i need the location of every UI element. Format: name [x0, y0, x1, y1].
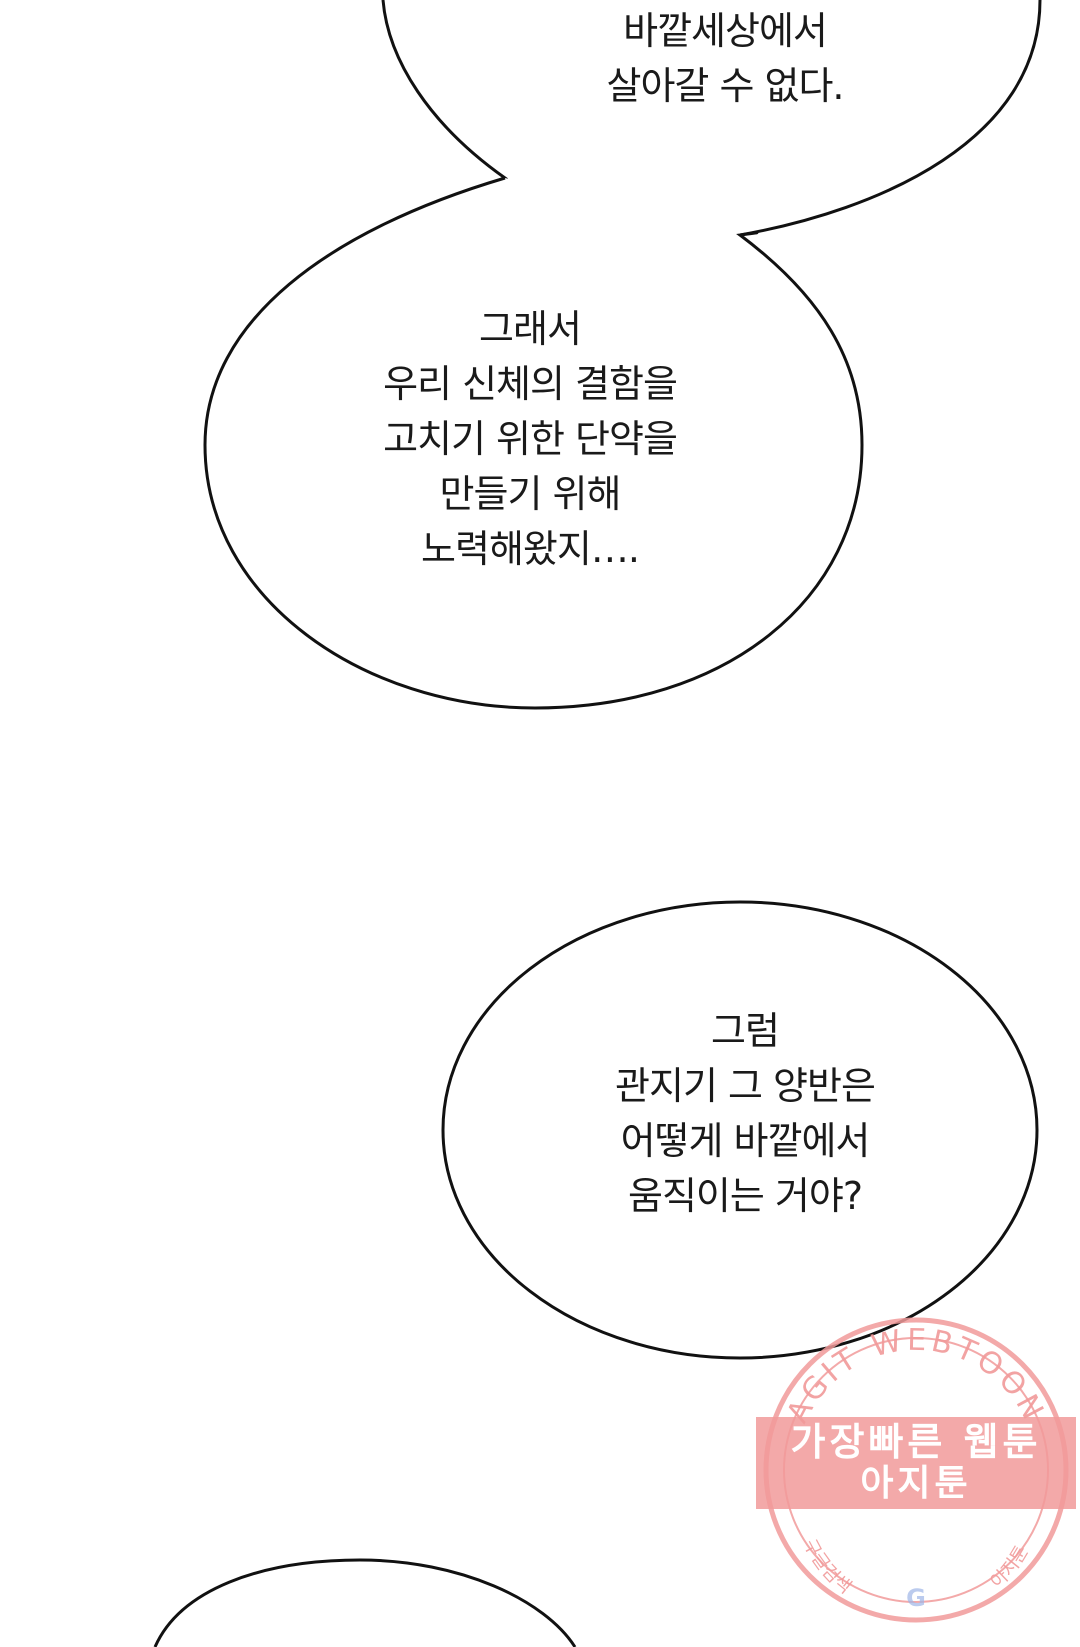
bubble-line: 어떻게 바깥에서: [620, 1119, 871, 1163]
speech-bubble-middle: [203, 176, 864, 710]
speech-bubble-top: [381, 0, 1042, 237]
bubble-line: 노력해왔지….: [421, 527, 640, 571]
bubble-line: 그럼: [711, 1009, 780, 1053]
bubble-line: 우리 신체의 결함을: [383, 362, 678, 406]
watermark-stamp: AGIT WEBTOON 구글검색 아지툰 G 가장빠른 웹툰 아지툰: [756, 1310, 1076, 1630]
watermark-line-1: 가장빠른 웹툰: [790, 1420, 1042, 1464]
speech-bubble-4: [153, 1558, 577, 1647]
bubble-line: 고치기 위한 단약을: [383, 417, 678, 461]
bubble-line: 살아갈 수 없다.: [606, 64, 845, 108]
speech-bubble-1-text: 바깥세상에서 살아갈 수 없다.: [540, 4, 910, 114]
bubble-line: 그래서: [479, 307, 582, 351]
bubble-line: 관지기 그 양반은: [615, 1064, 876, 1108]
bubble-line: 만들기 위해: [439, 472, 622, 516]
watermark-stamp-graphic: AGIT WEBTOON 구글검색 아지툰 G: [763, 1317, 1069, 1623]
google-g-icon: G: [906, 1584, 926, 1612]
speech-bubble-2-text: 그래서 우리 신체의 결함을 고치기 위한 단약을 만들기 위해 노력해왔지….: [330, 302, 730, 577]
bubble-line: 움직이는 거야?: [627, 1174, 863, 1218]
watermark-arc-text: AGIT WEBTOON: [780, 1323, 1052, 1429]
speech-bubble-3: [441, 900, 1039, 1360]
speech-bubble-3-text: 그럼 관지기 그 양반은 어떻게 바깥에서 움직이는 거야?: [580, 1004, 910, 1224]
bubble-line: 바깥세상에서: [623, 9, 828, 53]
watermark-band: [756, 1417, 1076, 1509]
watermark-line-2: 아지툰: [860, 1463, 972, 1504]
